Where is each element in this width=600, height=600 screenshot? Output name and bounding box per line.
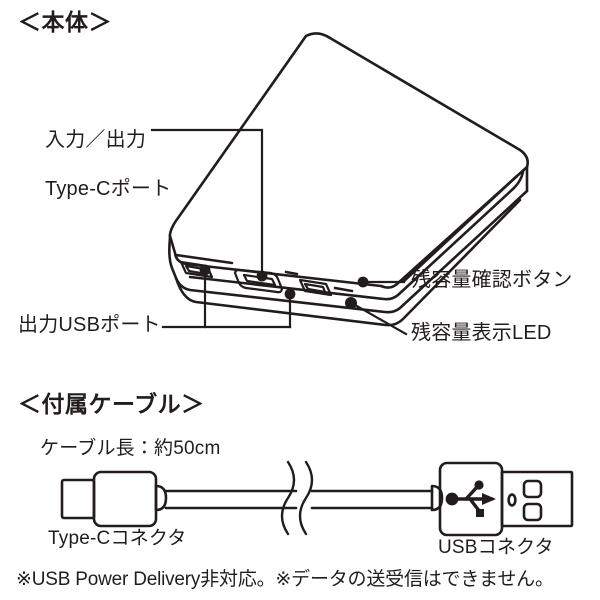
power-bank-illustration — [168, 32, 529, 327]
callout-type-c-port: 入力／出力 Type-Cポート — [22, 104, 171, 226]
port-face-contour-right — [333, 286, 354, 293]
usb-plug-hole-small — [507, 493, 517, 507]
callout-type-c-port-line2: Type-Cポート — [45, 178, 172, 201]
dot-capacity-button — [357, 276, 369, 288]
port-face-contour-left — [174, 253, 234, 265]
power-bank-side-band-3 — [402, 174, 519, 283]
type-c-metal-tip — [60, 478, 96, 520]
label-type-c-connector: Type-Cコネクタ — [48, 528, 187, 549]
body-callout-dots — [199, 264, 369, 309]
cable-length-note: ケーブル長：約50cm — [40, 438, 221, 459]
leader-capacity-led — [353, 303, 408, 336]
type-c-strain-relief — [154, 484, 168, 512]
callout-capacity-button: 残容量確認ボタン — [411, 269, 573, 291]
callout-capacity-led: 残容量表示LED — [411, 322, 552, 344]
body-callout-leaders — [150, 128, 408, 336]
section-heading-cable: ＜付属ケーブル＞ — [18, 391, 205, 417]
power-bank-side-band-2 — [188, 170, 525, 301]
usb-trident-icon — [445, 480, 496, 517]
usb-plug-hole-top — [522, 479, 543, 499]
dot-type-c-port — [256, 270, 268, 282]
cable-break-icon — [280, 460, 314, 536]
footnote: ※USB Power Delivery非対応。※データの送受信はできません。 — [16, 569, 554, 590]
dot-usb-port-left — [199, 264, 211, 276]
type-c-housing — [92, 470, 158, 528]
power-bank-top-face — [168, 32, 529, 289]
power-bank-bottom-rim — [174, 198, 522, 327]
usb-strain-relief — [430, 484, 444, 512]
label-usb-connector: USBコネクタ — [438, 537, 554, 558]
usb-plug-hole-bottom — [522, 502, 543, 522]
callout-type-c-port-line1: 入力／出力 — [45, 129, 147, 152]
usb-port-right — [298, 278, 333, 297]
cable-illustration — [60, 460, 574, 537]
dot-capacity-led — [345, 297, 357, 309]
dot-usb-port-right — [284, 288, 296, 300]
port-face-contour-mid — [284, 270, 299, 276]
power-bank-top-left-edge — [168, 34, 308, 240]
power-bank-front-face — [168, 189, 529, 314]
leader-type-c-port — [150, 128, 264, 278]
callout-usb-port: 出力USBポート — [18, 314, 161, 336]
section-heading-body: ＜本体＞ — [18, 9, 112, 35]
usb-metal-plug — [500, 470, 574, 528]
